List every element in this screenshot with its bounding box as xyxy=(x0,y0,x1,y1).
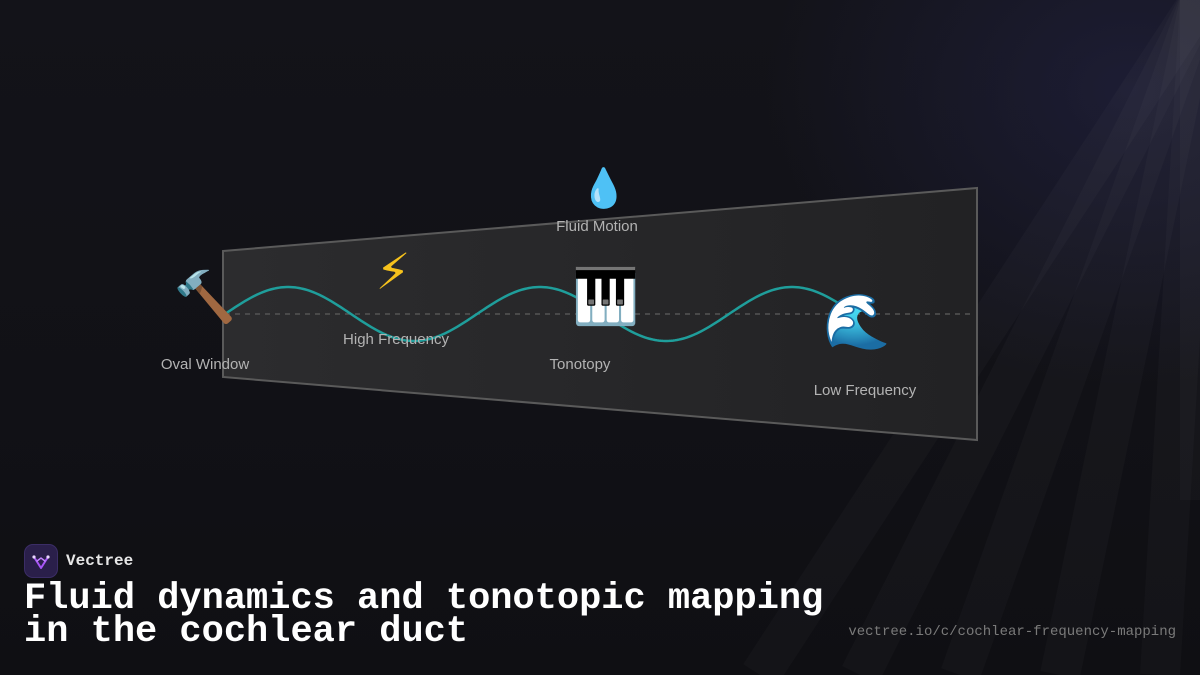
label-tonotopy: Tonotopy xyxy=(549,356,611,373)
vectree-logo-mark xyxy=(32,555,50,569)
page-title: Fluid dynamics and tonotopic mapping in … xyxy=(24,578,824,653)
label-fluid-motion: Fluid Motion xyxy=(556,218,638,235)
brand-name: Vectree xyxy=(66,552,134,570)
hammer-icon: 🔨 xyxy=(173,268,237,326)
lightning-icon: ⚡ xyxy=(375,243,411,301)
brand: Vectree xyxy=(24,544,133,578)
wave-icon: 🌊 xyxy=(823,290,891,353)
label-high-frequency: High Frequency xyxy=(343,331,449,348)
traveling-wave xyxy=(224,285,848,343)
droplet-icon: 💧 xyxy=(580,166,628,210)
vectree-logo-icon xyxy=(24,544,58,578)
source-url[interactable]: vectree.io/c/cochlear-frequency-mapping xyxy=(848,624,1176,640)
label-oval-window: Oval Window xyxy=(160,356,250,373)
label-low-frequency: Low Frequency xyxy=(813,382,917,399)
piano-keys-icon: 🎹 xyxy=(572,265,640,328)
